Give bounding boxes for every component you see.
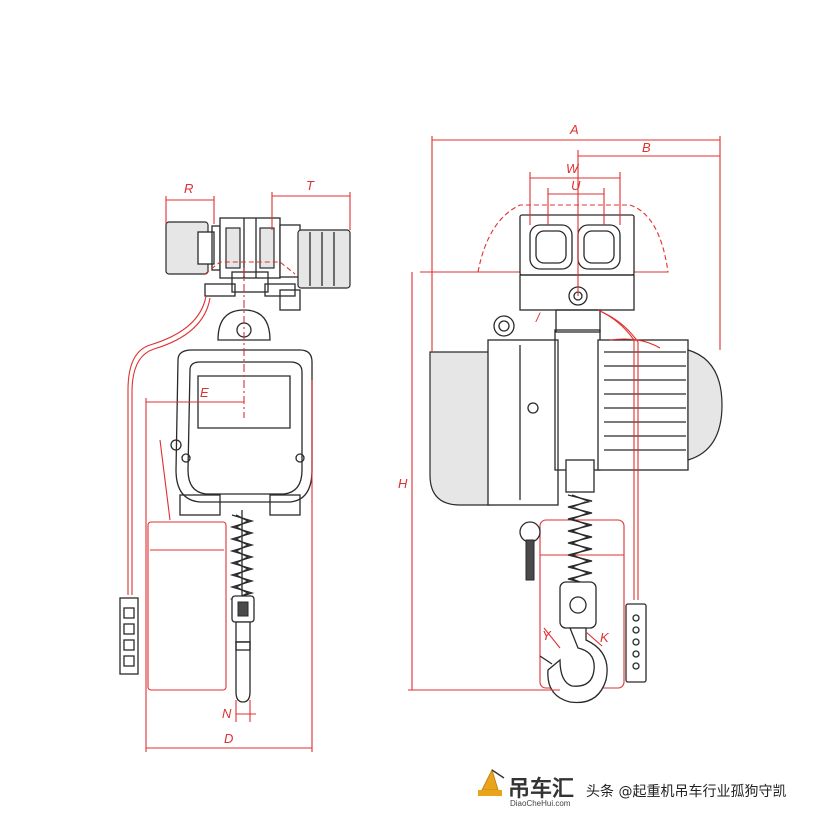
dim-e-label: E	[200, 385, 209, 400]
watermark-site: DiaoCheHui.com	[510, 799, 571, 808]
hoist-body-front	[170, 349, 313, 516]
dim-u: U	[547, 178, 605, 225]
hook-side	[539, 581, 608, 704]
dim-d-label: D	[224, 731, 233, 746]
crane-logo-icon	[478, 768, 505, 796]
watermark-caption: 头条 @起重机吊车行业孤狗守凯	[586, 783, 786, 800]
dim-n-label: N	[222, 706, 232, 721]
dim-b: B	[577, 140, 720, 296]
trolley-cover	[477, 204, 669, 273]
dim-n: N	[222, 700, 256, 722]
dim-a-label: A	[569, 122, 579, 137]
side-view: A B W U H K	[398, 122, 723, 704]
trolley-frame-side	[519, 214, 635, 333]
watermark: 吊车汇 DiaoCheHui.com 头条 @起重机吊车行业孤狗守凯	[478, 768, 786, 808]
dim-d: D	[146, 380, 313, 752]
dim-r-label: R	[184, 181, 193, 196]
watermark-brand: 吊车汇	[508, 776, 574, 802]
gearbox-side	[429, 329, 601, 506]
motor-side	[597, 338, 723, 471]
dim-r: R	[165, 181, 215, 224]
dim-y: Y	[542, 627, 561, 649]
hook-front	[231, 595, 255, 703]
dim-w-label: W	[566, 161, 580, 176]
dim-a: A	[431, 122, 721, 352]
pendant-side	[597, 309, 647, 683]
dim-h: H	[398, 272, 560, 691]
chain-handle	[519, 521, 541, 581]
dim-y-label: Y	[542, 628, 552, 643]
load-chain-front	[229, 510, 255, 606]
dim-t: T	[271, 178, 351, 230]
dim-i-label: /	[535, 310, 541, 325]
dim-k-label: K	[600, 630, 610, 645]
front-view: R T E N D	[119, 178, 351, 752]
dim-e: E	[145, 385, 244, 752]
load-chain-side	[565, 459, 595, 586]
trolley-motor-right	[279, 224, 351, 311]
eye-bolt	[493, 315, 515, 337]
dim-h-label: H	[398, 476, 408, 491]
dim-w: W	[529, 161, 621, 225]
dim-t-label: T	[306, 178, 315, 193]
chain-container-front	[147, 439, 227, 691]
trolley-motor-left	[165, 221, 221, 275]
dim-u-label: U	[571, 178, 581, 193]
dim-k: K	[585, 630, 610, 647]
pendant-front	[119, 295, 211, 675]
dim-b-label: B	[642, 140, 651, 155]
